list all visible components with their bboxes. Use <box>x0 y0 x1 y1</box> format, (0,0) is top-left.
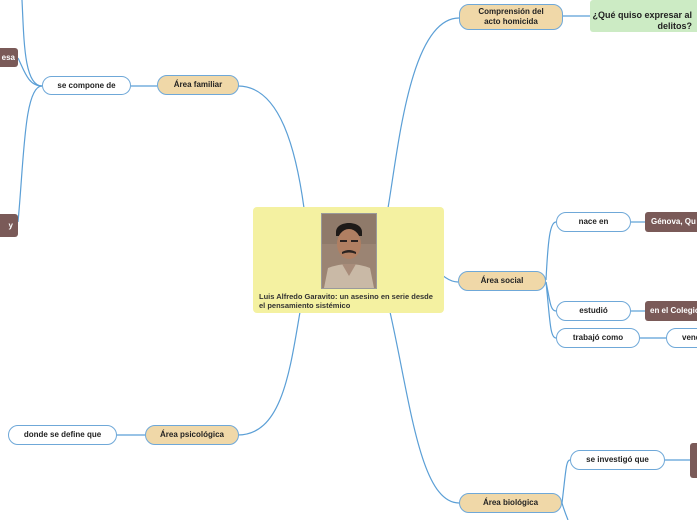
connector-trabajo-como[interactable]: trabajó como <box>556 328 640 348</box>
leaf-vende[interactable]: vend <box>666 328 697 348</box>
leaf-investigo-result[interactable] <box>690 443 697 478</box>
area-biologica[interactable]: Área biológica <box>459 493 562 513</box>
link-compone-y <box>17 85 43 223</box>
link-compone-esa <box>17 57 43 87</box>
leaf-esa[interactable]: esa <box>0 48 18 67</box>
link-central-biologica <box>389 311 460 504</box>
link-biologica-investigo <box>561 459 571 504</box>
portrait-photo <box>320 213 377 289</box>
connector-donde-se-define-que[interactable]: donde se define que <box>8 425 117 445</box>
connector-nace-en[interactable]: nace en <box>556 212 631 232</box>
area-comprension[interactable]: Comprensión del acto homicida <box>459 4 563 30</box>
connector-se-compone-de[interactable]: se compone de <box>42 76 131 95</box>
link-biologica-down <box>561 502 569 520</box>
question-line-2: delitos? <box>657 21 692 31</box>
area-comprension-label: Comprensión del acto homicida <box>478 7 544 26</box>
area-social[interactable]: Área social <box>458 271 546 291</box>
question-node[interactable]: ¿Qué quiso expresar al delitos? <box>590 0 697 32</box>
link-compone-up <box>21 0 43 87</box>
question-line-1: ¿Qué quiso expresar al <box>592 10 692 20</box>
central-topic[interactable]: Luis Alfredo Garavito: un asesino en ser… <box>253 207 444 313</box>
link-central-psicologica <box>237 311 301 436</box>
link-central-familiar <box>237 85 305 209</box>
link-social-trabajo <box>545 281 557 339</box>
leaf-colegio[interactable]: en el Colegio <box>645 301 697 321</box>
connector-se-investigo-que[interactable]: se investigó que <box>570 450 665 470</box>
portrait-image <box>321 214 376 288</box>
connector-estudio[interactable]: estudió <box>556 301 631 321</box>
leaf-y[interactable]: y <box>0 214 18 237</box>
area-familiar[interactable]: Área familiar <box>157 75 239 95</box>
area-psicologica[interactable]: Área psicológica <box>145 425 239 445</box>
link-central-comprension <box>387 17 460 209</box>
central-title: Luis Alfredo Garavito: un asesino en ser… <box>259 292 433 310</box>
leaf-genova[interactable]: Génova, Qu <box>645 212 697 232</box>
link-social-nace <box>545 221 557 281</box>
